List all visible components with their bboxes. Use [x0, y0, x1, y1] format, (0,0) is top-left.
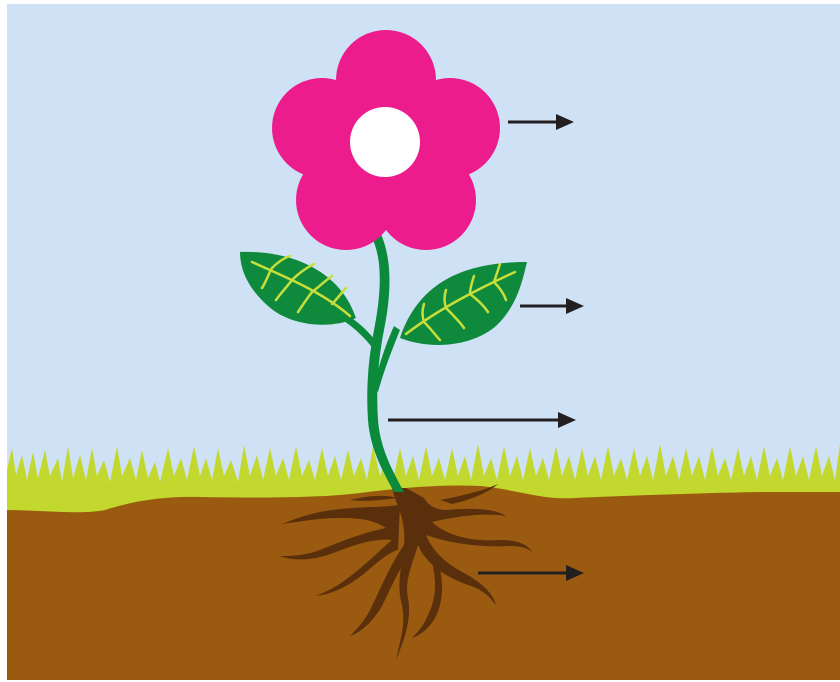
flower-center: [350, 107, 420, 177]
